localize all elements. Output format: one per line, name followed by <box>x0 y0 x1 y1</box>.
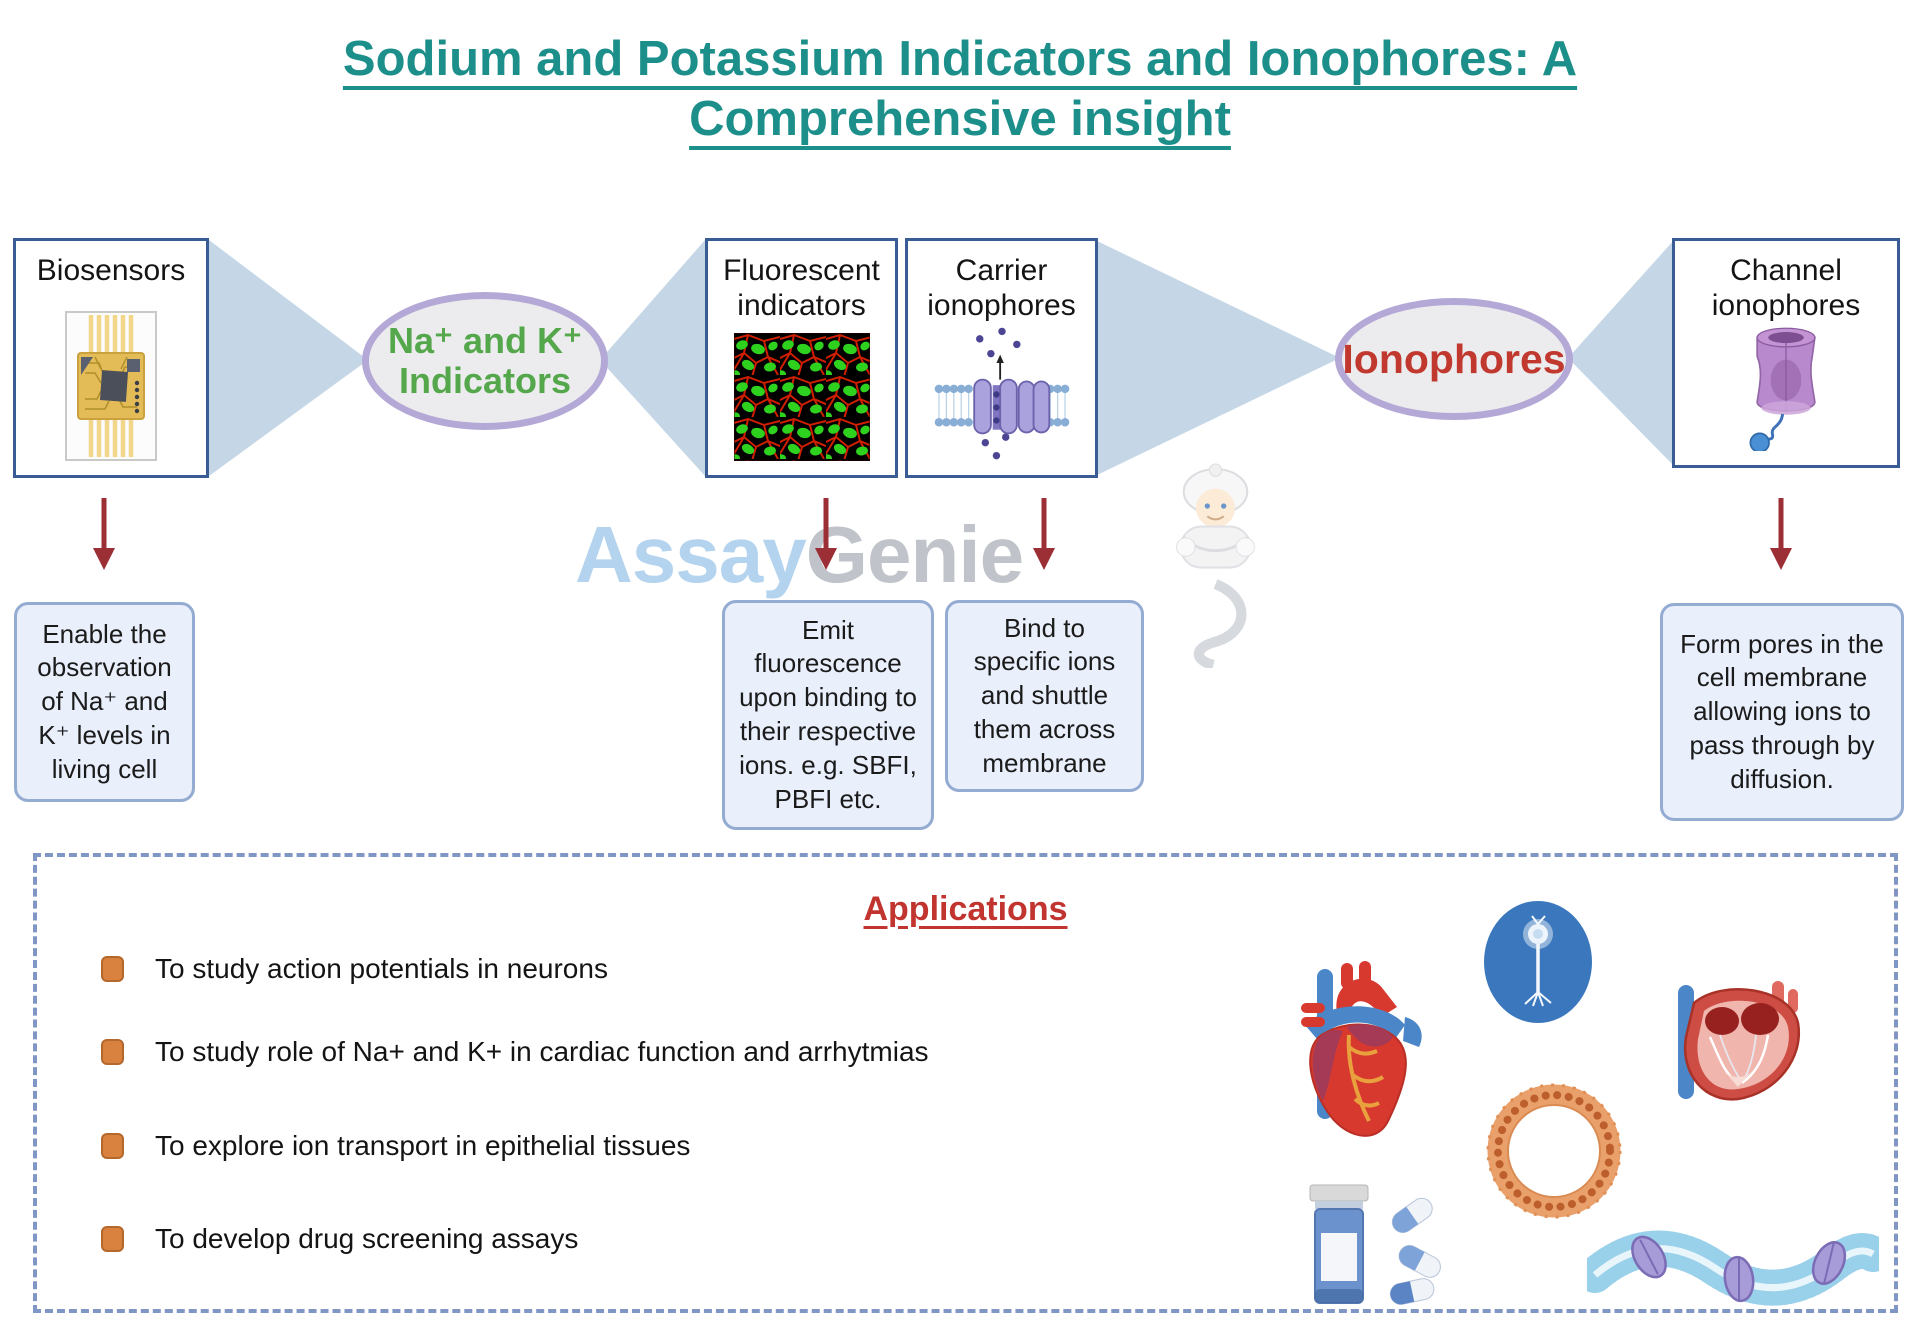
node-channel-ionophores: Channel ionophores <box>1672 238 1900 468</box>
node-carrier-ionophores: Carrier ionophores <box>905 238 1098 478</box>
arrow-down-icon <box>1770 498 1792 570</box>
desc-fluorescent: Emit fluorescence upon binding to their … <box>722 600 934 830</box>
applications-panel: Applications To study action potentials … <box>33 853 1898 1313</box>
watermark-genie-text: Genie <box>805 510 1024 599</box>
desc-fluorescent-text: Emit fluorescence upon binding to their … <box>739 614 917 814</box>
node-biosensors: Biosensors <box>13 238 209 478</box>
channel-pore-icon <box>1749 327 1816 451</box>
neuron-icon <box>1484 901 1592 1023</box>
bullet-icon <box>101 1039 124 1065</box>
desc-biosensors-text: Enable the observation of Na⁺ and K⁺ lev… <box>37 618 172 784</box>
node-channel-label: Channel ionophores <box>1711 254 1861 323</box>
application-item-text: To develop drug screening assays <box>155 1223 579 1254</box>
watermark-assay-text: Assay <box>575 510 807 599</box>
node-fluorescent-label: Fluorescent indicators <box>723 254 880 323</box>
epithelial-tissue-ring-icon <box>1486 1083 1622 1219</box>
arrow-down-icon <box>93 498 115 570</box>
node-biosensors-label: Biosensors <box>36 254 186 287</box>
node-fluorescent-indicators: Fluorescent indicators <box>705 238 898 478</box>
application-item: To explore ion transport in epithelial t… <box>101 1130 690 1162</box>
node-carrier-label: Carrier ionophores <box>927 254 1076 323</box>
heart-cross-section-icon <box>1678 981 1801 1101</box>
applications-title: Applications <box>863 890 1068 928</box>
bullet-icon <box>101 1226 124 1252</box>
page-title: Sodium and Potassium Indicators and Iono… <box>342 32 1578 146</box>
desc-biosensors: Enable the observation of Na⁺ and K⁺ lev… <box>14 602 195 802</box>
biosensor-chip-icon <box>65 311 157 461</box>
heart-anatomy-icon <box>1301 961 1422 1137</box>
carrier-ionophore-membrane-icon <box>934 327 1069 460</box>
hub-na-k-line1: Na⁺ and K⁺ <box>387 319 583 361</box>
lipid-membrane-icon <box>1587 1230 1879 1306</box>
desc-carrier-text: Bind to specific ions and shuttle them a… <box>973 612 1116 778</box>
desc-channel: Form pores in the cell membrane allowing… <box>1660 603 1904 821</box>
hub-ionophores: Ionophores <box>1335 298 1573 420</box>
hub-na-k-indicators: Na⁺ and K⁺ Indicators <box>362 292 608 430</box>
genie-mascot-icon <box>1176 463 1255 668</box>
hub-ionophores-label: Ionophores <box>1342 335 1566 382</box>
bullet-icon <box>101 1133 124 1159</box>
hub-na-k-line2: Indicators <box>398 360 572 401</box>
desc-carrier: Bind to specific ions and shuttle them a… <box>945 600 1144 792</box>
bullet-icon <box>101 956 124 982</box>
application-item: To study action potentials in neurons <box>101 953 608 985</box>
pill-bottle-icon <box>1309 1184 1441 1305</box>
application-item-text: To study action potentials in neurons <box>155 953 608 984</box>
application-item-text: To explore ion transport in epithelial t… <box>155 1130 691 1161</box>
application-item: To study role of Na+ and K+ in cardiac f… <box>101 1036 929 1068</box>
application-item: To develop drug screening assays <box>101 1223 578 1255</box>
fluorescence-micrograph-icon <box>733 333 870 461</box>
desc-channel-text: Form pores in the cell membrane allowing… <box>1680 628 1884 794</box>
arrow-down-icon <box>1033 498 1055 570</box>
application-item-text: To study role of Na+ and K+ in cardiac f… <box>155 1036 929 1067</box>
